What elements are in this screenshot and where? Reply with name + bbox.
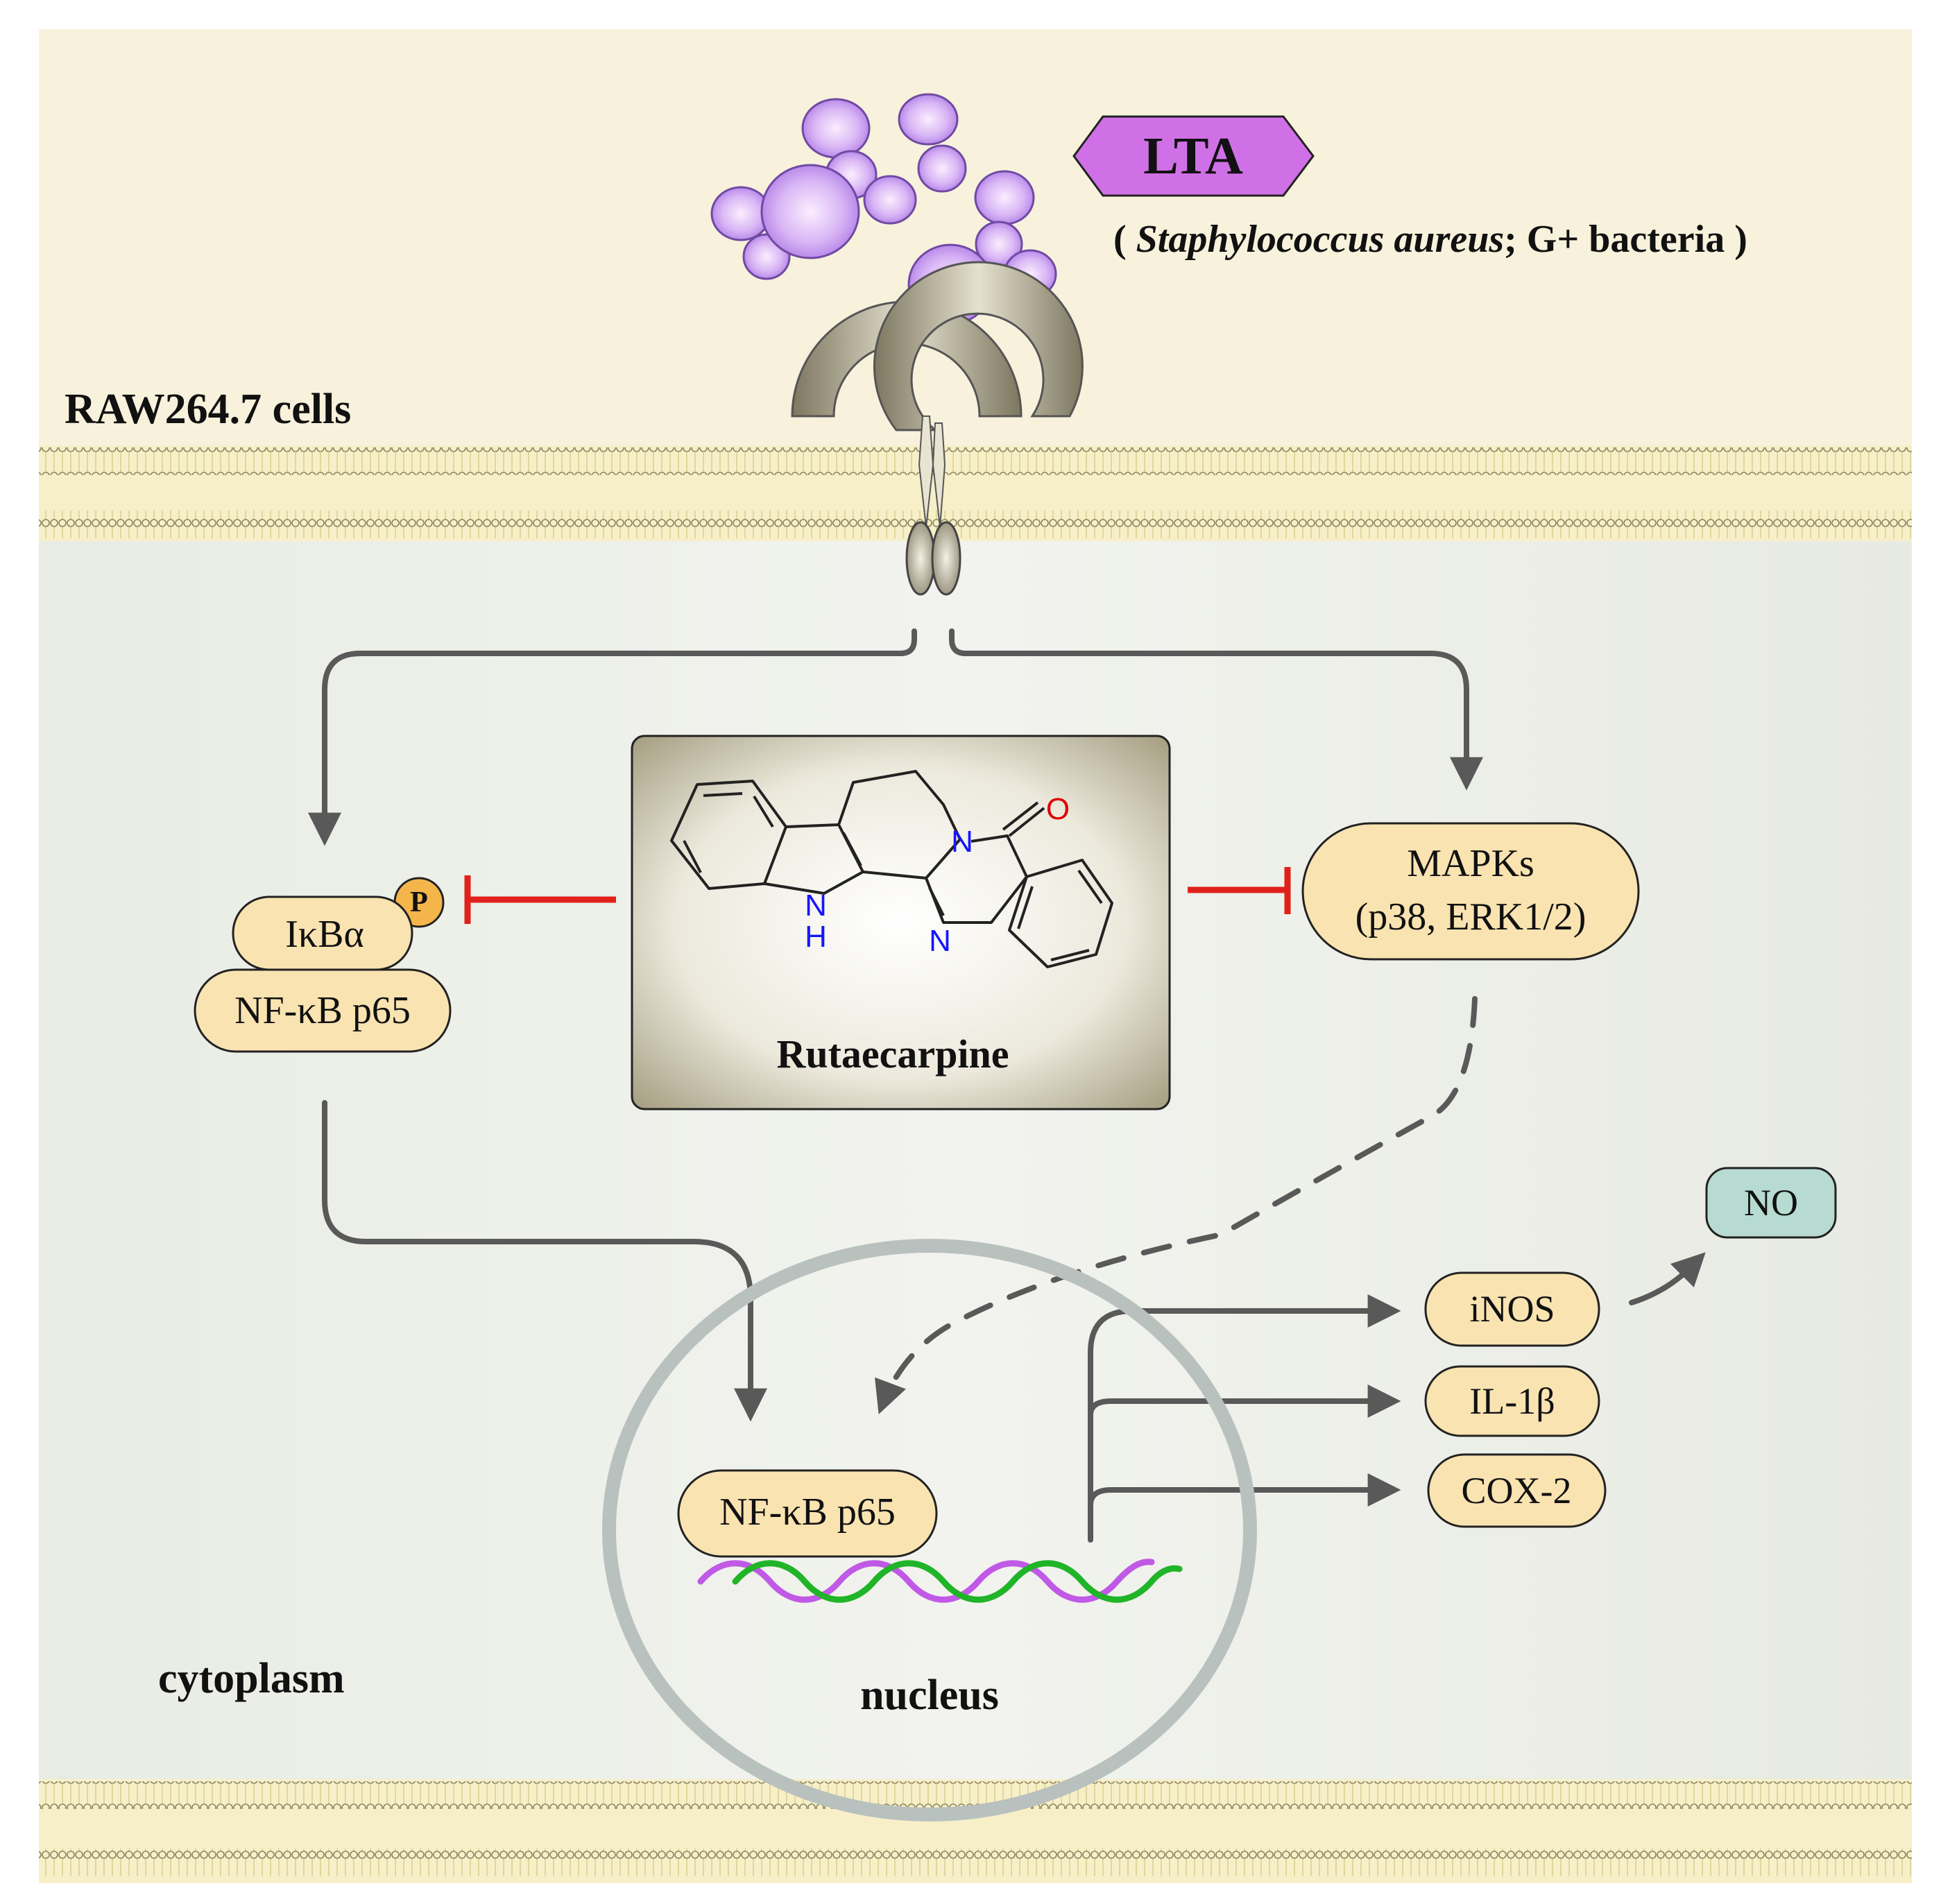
cox2-label: COX-2	[1461, 1470, 1572, 1511]
inhibition-symbols	[464, 867, 1291, 924]
rutaecarpine-panel	[631, 735, 1171, 1110]
arrow-nfkb-to-nucleus	[322, 1100, 767, 1422]
nfkb-nuc-pill	[677, 1469, 938, 1558]
mapks-label-line2: (p38, ERK1/2)	[1355, 895, 1586, 938]
dna-helix	[697, 1559, 1183, 1603]
tlr2-receptor	[791, 261, 1084, 596]
arrow-to-mapks	[949, 628, 1483, 791]
lta-label: LTA	[1143, 127, 1243, 185]
arrow-inos-to-no	[1629, 1252, 1706, 1305]
ikba-label: IκBα	[285, 913, 364, 956]
benzene-ring-right	[1008, 859, 1113, 968]
arrow-mapks-to-nucleus	[875, 996, 1478, 1414]
cytoplasm-label: cytoplasm	[158, 1655, 345, 1702]
bacterium	[917, 144, 967, 193]
receptor-tir-domain	[931, 521, 961, 596]
atom-nitrogen-indole: N	[805, 889, 827, 923]
inos-label: iNOS	[1469, 1288, 1555, 1330]
atom-nitrogen-lower: N	[929, 924, 951, 958]
inhibit-ikba	[464, 875, 616, 924]
plasma-membrane-top	[39, 445, 1912, 541]
cell-line-label: RAW264.7 cells	[65, 386, 352, 433]
dna-strand-a	[697, 1559, 1155, 1603]
arrow-dna-to-cox2	[1088, 1473, 1401, 1508]
mapks-pill	[1301, 822, 1640, 961]
no-box	[1705, 1167, 1837, 1239]
bacterium	[863, 175, 917, 225]
rutaecarpine-structure	[670, 770, 1113, 968]
atom-nitrogen-upper: N	[951, 825, 973, 859]
dna-strand-b	[732, 1560, 1183, 1603]
no-label: NO	[1744, 1182, 1798, 1224]
atom-hydrogen-indole: H	[805, 920, 827, 954]
nfkb-cyto-pill	[194, 968, 452, 1053]
phospho-label: P	[410, 886, 428, 918]
il1b-label: IL-1β	[1469, 1380, 1555, 1422]
signal-arrows	[308, 628, 1706, 1543]
arrow-to-ikba	[308, 628, 917, 846]
source-rest: ; G+ bacteria )	[1504, 218, 1747, 261]
mapks-label-line1: MAPKs	[1407, 842, 1534, 885]
bacterium	[760, 164, 860, 259]
source-open: (	[1113, 218, 1136, 261]
bacteria-source-label: ( Staphylococcus aureus; G+ bacteria )	[1113, 220, 1747, 259]
source-species: Staphylococcus aureus	[1136, 218, 1505, 261]
plasma-membrane-bottom	[39, 1779, 1912, 1883]
rutaecarpine-label: Rutaecarpine	[776, 1031, 1009, 1077]
il1b-pill	[1424, 1365, 1600, 1437]
inos-pill	[1424, 1271, 1600, 1347]
bacterium	[898, 93, 959, 146]
nucleus-ring	[602, 1239, 1257, 1821]
quinazolinone	[925, 834, 1028, 924]
lta-badge	[1072, 115, 1315, 197]
arrow-dna-to-il1b	[1088, 1384, 1401, 1418]
nucleus-label: nucleus	[860, 1672, 999, 1719]
atom-oxygen: O	[1045, 792, 1070, 826]
nfkb-nuc-label: NF-κB p65	[719, 1491, 896, 1534]
nfkb-cyto-label: NF-κB p65	[234, 989, 411, 1032]
inhibit-mapks	[1188, 867, 1291, 914]
cox2-pill	[1427, 1453, 1607, 1528]
